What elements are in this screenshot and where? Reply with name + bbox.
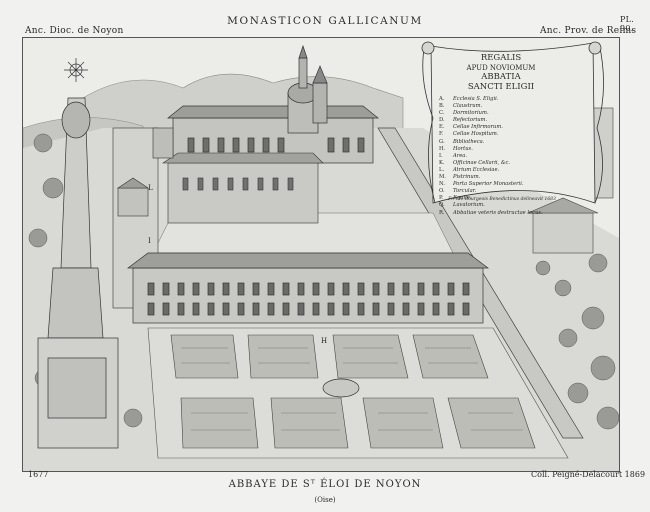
legend-key: P. bbox=[439, 195, 444, 202]
legend-key: O. bbox=[439, 188, 445, 195]
legend-text: Equile. bbox=[453, 195, 472, 202]
legend-key: K. bbox=[439, 159, 445, 166]
legend-key: C. bbox=[439, 110, 445, 117]
legend-key: B. bbox=[439, 103, 445, 110]
cartouche-title-3: ABBATIA bbox=[481, 72, 521, 82]
garden-fountain bbox=[322, 378, 360, 398]
cartouche-drapery bbox=[421, 41, 604, 204]
legend-text: Torcular. bbox=[453, 188, 477, 195]
legend-row: N. Porta Superior Monasterii. bbox=[439, 181, 571, 188]
legend-row: E. Cellae Infirmorum. bbox=[439, 124, 571, 131]
legend-row: G. Bibliotheca. bbox=[439, 139, 571, 146]
legend-row: I. Area. bbox=[439, 153, 571, 160]
legend-text: Porta Superior Monasterii. bbox=[453, 181, 524, 188]
legend-text: Area. bbox=[453, 152, 468, 159]
map-label-h: H bbox=[321, 337, 327, 345]
legend-row: K. Officinae Cellarii, &c. bbox=[439, 160, 571, 167]
legend-text: Refectorium. bbox=[453, 117, 488, 124]
legend-text: Cellae Hospitum. bbox=[453, 131, 499, 138]
legend-key: D. bbox=[439, 117, 445, 124]
legend-text: Abbatiae veteris destructae locus. bbox=[453, 209, 543, 216]
legend-row: O. Torcular. bbox=[439, 188, 571, 195]
legend-row: C. Dormitorium. bbox=[439, 110, 571, 117]
main-front-building bbox=[126, 252, 490, 324]
legend-key: A. bbox=[439, 96, 445, 102]
map-label-l: L bbox=[148, 184, 153, 192]
legend-key: H. bbox=[439, 145, 446, 152]
legend-row: L. Atrium Ecclesiae. bbox=[439, 167, 571, 174]
legend-key: Q. bbox=[439, 202, 445, 209]
legend-text: Cellae Infirmorum. bbox=[453, 124, 503, 131]
footer-subtitle: (Oise) bbox=[314, 496, 336, 504]
legend-text: Hortus. bbox=[453, 145, 473, 152]
legend-text: Claustrum. bbox=[453, 103, 483, 110]
legend-key: N. bbox=[439, 181, 445, 188]
obelisk-monument bbox=[37, 58, 119, 449]
plate-number: PL. 90. bbox=[620, 15, 635, 33]
legend-key: R. bbox=[439, 209, 445, 216]
legend-text: Pistrinum. bbox=[453, 174, 481, 181]
header-title: MONASTICON GALLICANUM bbox=[227, 15, 423, 27]
legend-key: L. bbox=[439, 166, 445, 173]
legend-key: M. bbox=[439, 174, 446, 181]
cartouche-title-2: APUD NOVIOMUM bbox=[466, 64, 536, 72]
legend-text: Ecclesia S. Eligii. bbox=[453, 96, 499, 102]
legend-text: Officinae Cellarii, &c. bbox=[453, 159, 511, 166]
legend-row: P. Equile. bbox=[439, 195, 571, 202]
engraving-plate: L I H REGALIS APUD NOVIOMUM ABBATIA SANC… bbox=[22, 37, 620, 472]
footer-year: 1677 bbox=[28, 470, 49, 479]
cartouche-title-4: SANCTI ELIGII bbox=[467, 82, 535, 92]
header-province: Anc. Prov. de Reims bbox=[540, 26, 637, 36]
cartouche-title-1: REGALIS bbox=[480, 53, 522, 63]
legend-key: G. bbox=[439, 138, 445, 145]
abbey-engraving: L I H bbox=[23, 38, 619, 471]
trees-right bbox=[535, 253, 619, 430]
legend-row: A. Ecclesia S. Eligii. bbox=[439, 96, 571, 103]
legend-row: Q. Lavatorium. bbox=[439, 202, 571, 209]
legend-text: Bibliotheca. bbox=[453, 138, 485, 145]
cartouche-legend: A. Ecclesia S. Eligii. B. Claustrum. C. Dormi… bbox=[439, 96, 571, 217]
map-label-i: I bbox=[148, 237, 151, 245]
cartouche-footer: Fr. Ch. Bourgeois Benedictinus delineavi… bbox=[448, 197, 556, 202]
footer-title: ABBAYE DE Sᵀ ÉLOI DE NOYON bbox=[228, 479, 422, 490]
legend-text: Atrium Ecclesiae. bbox=[453, 166, 500, 173]
legend-row: M. Pistrinum. bbox=[439, 174, 571, 181]
header-diocese: Anc. Dioc. de Noyon bbox=[25, 26, 124, 36]
legend-text: Lavatorium. bbox=[453, 202, 485, 209]
legend-key: E. bbox=[439, 124, 445, 131]
cartouche: REGALIS APUD NOVIOMUM ABBATIA SANCTI ELI… bbox=[427, 47, 575, 216]
garden-parterres bbox=[170, 334, 536, 449]
legend-row: R. Abbatiae veteris destructae locus. bbox=[439, 210, 571, 217]
legend-key: I. bbox=[439, 152, 443, 159]
legend-text: Dormitorium. bbox=[453, 110, 489, 117]
legend-row: F. Cellae Hospitum. bbox=[439, 131, 571, 138]
legend-row: H. Hortus. bbox=[439, 146, 571, 153]
parterre-patterns bbox=[181, 347, 523, 431]
legend-key: F. bbox=[439, 131, 444, 138]
footer-credit: Coll. Peigné-Delacourt 1869 bbox=[531, 470, 646, 479]
legend-row: B. Claustrum. bbox=[439, 103, 571, 110]
cloister bbox=[162, 152, 324, 224]
legend-row: D. Refectorium. bbox=[439, 117, 571, 124]
